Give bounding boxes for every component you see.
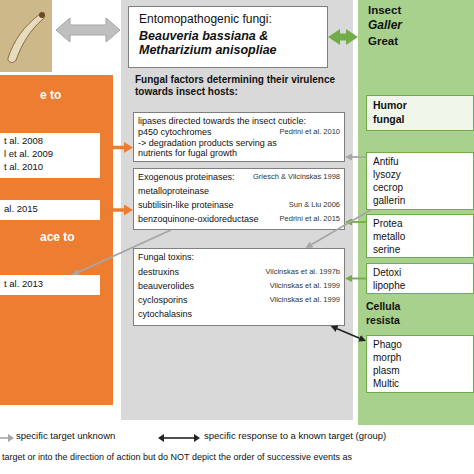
node-text: t al. 2010	[4, 162, 96, 173]
title-box: Entomopathogenic fungi: Beauveria bassian…	[128, 6, 328, 68]
node-text: t al. 2008	[4, 136, 96, 147]
connector-arrow	[100, 208, 124, 212]
node-text: lysozy	[373, 169, 473, 181]
node-text: lipophe	[373, 280, 473, 292]
node-text: Vilcinskas et al. 1997b	[214, 268, 340, 277]
connector-arrow	[78, 230, 171, 272]
larva-photo	[0, 0, 52, 72]
node-text: Vilcinskas et al. 1999	[214, 282, 340, 291]
node-text: Sun & Liu 2006	[224, 201, 340, 210]
node-text: Galler	[368, 19, 468, 33]
insect-panel: InsectGallerGreatHumor fungalAntifulysozy…	[358, 0, 474, 425]
connector-arrow	[312, 210, 371, 244]
node-text: Phago	[373, 339, 473, 351]
node-text: morph	[373, 352, 473, 364]
node-text: cecrop	[373, 182, 473, 194]
defense-box: Proteametalloserine	[366, 214, 474, 258]
node-text: Beauveria bassiana & Metharizium anisopl…	[139, 29, 324, 58]
node-text: Vilcinskas et al. 1999	[214, 296, 340, 305]
node-text: Entomopathogenic fungi:	[139, 13, 324, 27]
connector-arrow	[352, 156, 366, 158]
node-text: Pedrini et al. 2010	[224, 128, 340, 137]
orange-panel: e to t al. 2008 l et al. 2009 t al. 2010 al.…	[0, 75, 113, 225]
node-text: Fungal factors determining their virulen…	[135, 74, 353, 97]
node-text: t al. 2013	[4, 279, 96, 290]
node-text: resista	[366, 314, 466, 326]
orange-panel: ace to t al. 2013	[0, 225, 113, 405]
legend-note: target or into the direction of action b…	[2, 452, 352, 462]
node-text: Multic	[373, 378, 473, 390]
node-text: metalloproteinase	[138, 186, 288, 196]
node-text: destruxins	[138, 267, 238, 277]
factor-box: Fungal toxins:destruxinsVilcinskas et al…	[133, 248, 345, 326]
legend-head	[194, 434, 200, 442]
connector-arrow	[340, 34, 346, 41]
defense-box: PhagomorphplasmMultic	[366, 335, 474, 393]
reference-box: t al. 2008 l et al. 2009 t al. 2010	[0, 133, 100, 178]
node-text: ace to	[40, 231, 110, 245]
interaction-arrow	[56, 18, 120, 42]
defense-box: Detoxilipophe	[366, 263, 474, 294]
node-text: al. 2015	[4, 204, 96, 215]
node-text: e to	[40, 89, 110, 103]
connector-arrow	[337, 329, 359, 339]
legend-head	[158, 434, 164, 442]
factor-box: Exogenous proteinases:Griesch & Vilcinsk…	[133, 168, 345, 230]
reference-box: al. 2015	[0, 200, 100, 220]
larva-head	[39, 12, 45, 18]
node-text: fungal	[373, 113, 473, 125]
connector-arrow	[352, 278, 366, 280]
node-text: cyclosporins	[138, 295, 238, 305]
node-text: Pedrini et al. 2015	[224, 215, 340, 224]
legend-text: specific response to a known target (gro…	[204, 431, 386, 442]
larva-body	[8, 13, 45, 62]
node-text: p450 cytochromes	[138, 127, 258, 137]
node-text: cytochalasins	[138, 309, 288, 319]
node-text: Insect	[368, 4, 468, 17]
node-text: metallo	[373, 231, 473, 243]
legend-line	[0, 437, 8, 439]
node-text: plasm	[373, 365, 473, 377]
node-text: Antifu	[373, 156, 473, 168]
node-text: Griesch & Vilcinskas 1998	[224, 173, 340, 182]
legend-item: specific response to a known target (gro…	[0, 430, 474, 446]
reference-box: t al. 2013	[0, 275, 100, 295]
legend-text: specific target unknown	[16, 431, 115, 442]
section-band: Cellula resista	[358, 298, 474, 330]
node-text: -> degradation products serving as nutri…	[138, 138, 310, 159]
defense-box: Humor fungal	[366, 95, 474, 131]
legend-sample	[158, 432, 200, 444]
fungi-panel: Fungal factors determining their virulen…	[121, 0, 353, 420]
node-text: subtilisin-like proteinase	[138, 200, 288, 210]
node-text: serine	[373, 244, 473, 256]
legend-line	[164, 437, 194, 439]
node-text: gallerin	[373, 195, 473, 207]
node-text: Great	[368, 35, 468, 48]
factor-box: lipases directed towards the insect cuti…	[133, 112, 345, 162]
connector-arrow	[352, 221, 366, 223]
node-text: Humor	[373, 99, 473, 111]
node-text: Fungal toxins:	[138, 252, 288, 262]
node-text: lipases directed towards the insect cuti…	[138, 116, 344, 126]
legend-head	[8, 434, 14, 442]
node-text: benzoquinone-oxidoreductase	[138, 214, 288, 224]
node-text: Cellula	[366, 300, 466, 312]
node-text: l et al. 2009	[4, 149, 96, 160]
node-text: Protea	[373, 218, 473, 230]
legend-sample	[0, 432, 14, 444]
connector-arrow	[100, 146, 124, 150]
defense-box: Antifulysozycecropgallerin	[366, 152, 474, 210]
node-text: Detoxi	[373, 267, 473, 279]
node-text: Exogenous proteinases:	[138, 172, 258, 182]
node-text: beauverolides	[138, 281, 238, 291]
